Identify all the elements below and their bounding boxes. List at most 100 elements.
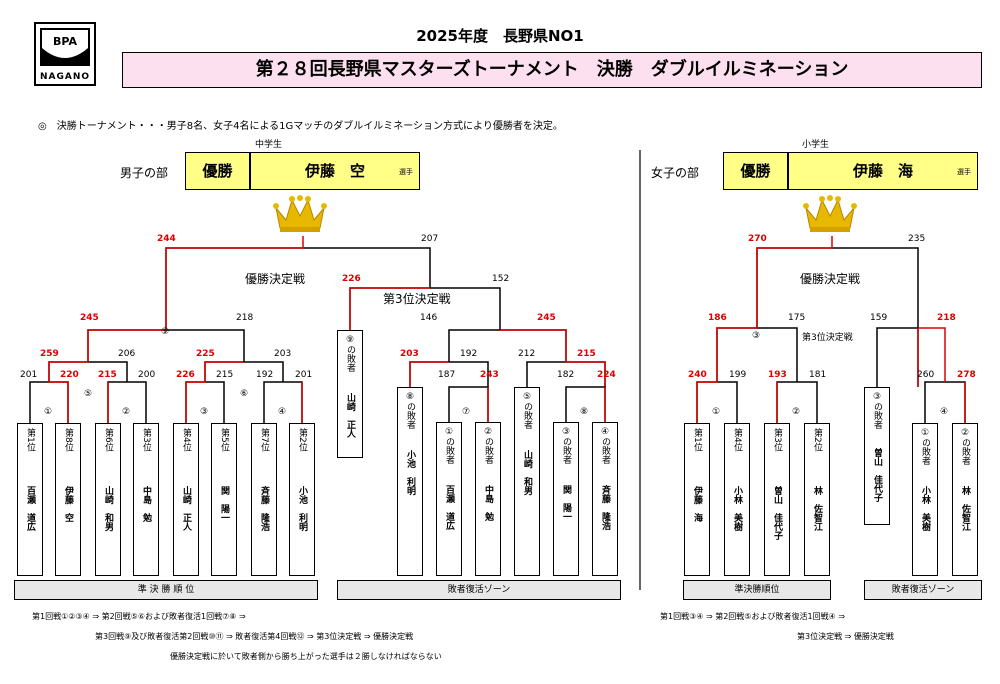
men-score: 245	[80, 313, 99, 323]
women-score: 181	[809, 370, 827, 380]
men-category: 中学生	[255, 140, 283, 150]
men-score: 207	[421, 234, 439, 244]
men-loser-rank: ⑤の敗者	[522, 392, 532, 429]
men-player-box: 第3位中島 勉	[133, 423, 159, 576]
men-loser-box: ⑧の敗者小池 利明	[397, 387, 423, 576]
men-player-rank: 第6位	[103, 428, 113, 452]
men-winner-name: 伊藤 空 選手	[250, 152, 420, 190]
men-player-box: 第1位百瀬 道広	[17, 423, 43, 576]
women-player-rank: 第1位	[692, 428, 702, 452]
men-winner-name-text: 伊藤 空	[304, 162, 365, 180]
men-score: 192	[460, 349, 478, 359]
men-score: 146	[420, 313, 438, 323]
women-player-box: 第3位曽山 佳代子	[764, 423, 790, 576]
men-loser-box: ②の敗者中島 勉	[475, 422, 501, 576]
men-score: 201	[20, 370, 38, 380]
men-player-name: 中島 勉	[141, 486, 151, 522]
women-player-box: 第2位林 佐智江	[804, 423, 830, 576]
men-player-name: 斉藤 隆浩	[259, 486, 269, 531]
women-note-1: 第1回戦③④ ⇒ 第2回戦⑤および敗者復活1回戦④ ⇒	[660, 612, 845, 621]
women-score: 260	[917, 370, 935, 380]
men-player-rank: 第5位	[219, 428, 229, 452]
women-player-name: 曽山 佳代子	[772, 486, 782, 540]
men-score: 192	[256, 370, 274, 380]
logo-text: NAGANO	[39, 72, 91, 82]
description: ◎ 決勝トーナメント・・・男子8名、女子4名による1Gマッチのダブルイルミネーシ…	[38, 121, 563, 132]
women-note-2: 第3位決定戦 ⇒ 優勝決定戦	[797, 632, 894, 641]
men-score: 244	[157, 234, 176, 244]
men-third-loser-box: ⑨の敗者 山崎 正人	[337, 330, 363, 458]
men-score: 152	[492, 274, 510, 284]
bpa-logo: BPA NAGANO	[34, 22, 96, 86]
men-player-rank: 第4位	[181, 428, 191, 452]
men-loser-box: ③の敗者関 陽一	[553, 422, 579, 576]
women-winner-name-text: 伊藤 海	[852, 162, 913, 180]
men-score: 215	[577, 349, 596, 359]
women-player-name: 小林 美樹	[732, 486, 742, 531]
men-player-rank: 第2位	[297, 428, 307, 452]
women-player-name: 林 佐智江	[812, 486, 822, 531]
men-score: 224	[597, 370, 616, 380]
men-match-number: ③	[200, 407, 209, 417]
women-loser-box: ①の敗者小林 美樹	[912, 423, 938, 576]
men-note-3: 優勝決定戦に於いて敗者側から勝ち上がった選手は２勝しなければならない	[170, 652, 442, 661]
men-player-box: 第8位伊藤 空	[55, 423, 81, 576]
men-note-1: 第1回戦①②③④ ⇒ 第2回戦⑤⑥および敗者復活1回戦⑦⑧ ⇒	[32, 612, 246, 621]
men-match-number: ⑧	[580, 407, 589, 417]
women-player-box: 第4位小林 美樹	[724, 423, 750, 576]
men-player-name: 関 陽一	[219, 486, 229, 522]
women-third-loser-name: 曽山 佳代子	[872, 448, 882, 502]
men-winner-suffix: 選手	[399, 168, 413, 176]
men-match-number: ⑦	[462, 407, 471, 417]
men-score: 212	[518, 349, 536, 359]
men-score: 201	[295, 370, 313, 380]
men-loser-name: 中島 勉	[483, 485, 493, 521]
women-final-label: 優勝決定戦	[800, 272, 861, 286]
men-score: 203	[274, 349, 292, 359]
men-loser-rank: ②の敗者	[483, 427, 493, 464]
men-score: 182	[557, 370, 575, 380]
women-third-loser-box: ③の敗者 曽山 佳代子	[864, 387, 890, 525]
men-division-label: 男子の部	[120, 166, 169, 180]
division-divider	[639, 150, 641, 590]
men-player-box: 第2位小池 利明	[289, 423, 315, 576]
men-player-rank: 第1位	[25, 428, 35, 452]
men-player-box: 第5位関 陽一	[211, 423, 237, 576]
men-player-box: 第7位斉藤 隆浩	[251, 423, 277, 576]
men-player-name: 百瀬 道広	[25, 486, 35, 531]
women-score: 199	[729, 370, 747, 380]
men-score: 243	[480, 370, 499, 380]
men-loser-box: ①の敗者百瀬 道広	[436, 422, 462, 576]
men-loser-name: 小池 利明	[405, 450, 415, 495]
women-loser-name: 小林 美樹	[920, 486, 930, 531]
men-loser-box: ④の敗者斉藤 隆浩	[592, 422, 618, 576]
women-player-rank: 第4位	[732, 428, 742, 452]
men-score: 226	[342, 274, 361, 284]
bpa-logo-icon: BPA	[40, 28, 90, 66]
men-loser-name: 関 陽一	[561, 485, 571, 521]
women-score: 270	[748, 234, 767, 244]
men-score: 200	[138, 370, 156, 380]
women-player-box: 第1位伊藤 海	[684, 423, 710, 576]
men-match-number: ②	[122, 407, 131, 417]
men-player-rank: 第7位	[259, 428, 269, 452]
women-third-label: 第3位決定戦	[802, 333, 853, 343]
men-score: 225	[196, 349, 215, 359]
women-player-rank: 第2位	[812, 428, 822, 452]
women-score: 278	[957, 370, 976, 380]
men-player-name: 伊藤 空	[63, 486, 73, 522]
men-loser-name: 斉藤 隆浩	[600, 485, 610, 530]
men-score: 226	[176, 370, 195, 380]
women-winner-label: 優勝	[723, 152, 788, 190]
women-player-rank: 第3位	[772, 428, 782, 452]
men-player-box: 第4位山崎 正人	[173, 423, 199, 576]
women-loser-rank: ②の敗者	[960, 428, 970, 465]
men-third-loser-name: 山崎 正人	[345, 393, 355, 438]
men-loser-rank: ③の敗者	[561, 427, 571, 464]
men-player-name: 山崎 和男	[103, 486, 113, 531]
men-player-name: 小池 利明	[297, 486, 307, 531]
women-division-label: 女子の部	[651, 166, 700, 180]
women-match-number: ①	[712, 407, 721, 417]
women-match-number: ③	[752, 331, 761, 341]
men-score: 245	[537, 313, 556, 323]
